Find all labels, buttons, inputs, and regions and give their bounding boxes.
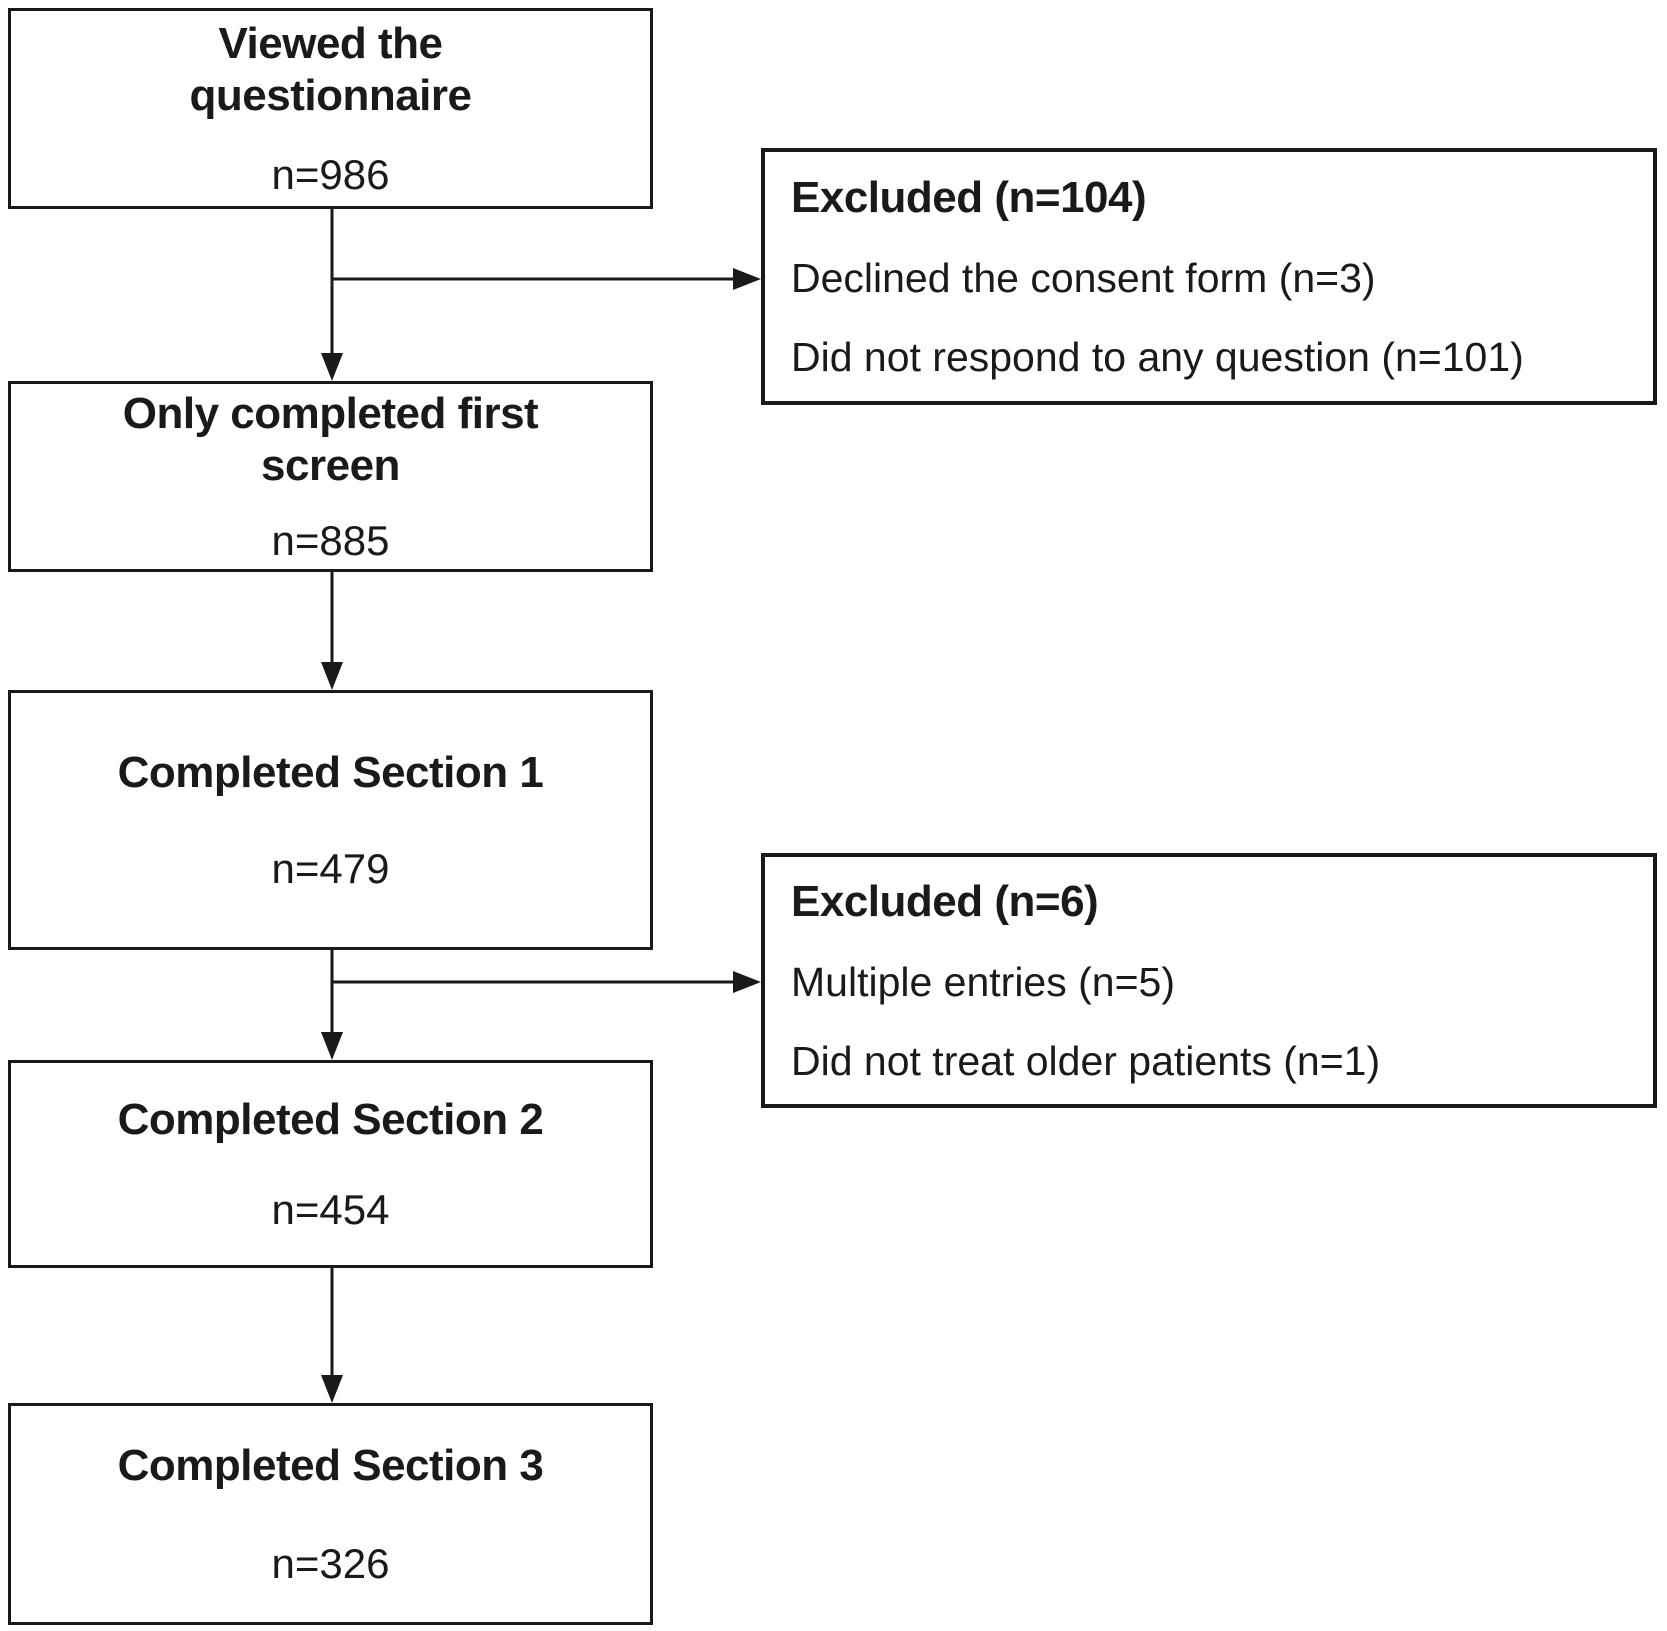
- arrowhead-section1-to-section2-icon: [321, 1032, 343, 1060]
- exclusion-reason: Did not treat older patients (n=1): [791, 1037, 1381, 1084]
- flow-box-completed-section-2: Completed Section 2 n=454: [8, 1060, 653, 1268]
- arrowhead-viewed-to-first-screen-icon: [321, 353, 343, 381]
- box-count: n=479: [271, 844, 390, 892]
- exclusion-reason: Did not respond to any question (n=101): [791, 333, 1524, 380]
- exclusion-title: Excluded (n=104): [791, 172, 1147, 222]
- exclusion-reason: Multiple entries (n=5): [791, 958, 1175, 1005]
- flow-box-only-completed-first-screen: Only completed first screen n=885: [8, 381, 653, 572]
- box-title: Completed Section 1: [117, 748, 544, 798]
- exclusion-box-excluded-6: Excluded (n=6) Multiple entries (n=5) Di…: [761, 853, 1657, 1108]
- exclusion-box-excluded-104: Excluded (n=104) Declined the consent fo…: [761, 148, 1657, 405]
- box-title: Completed Section 2: [117, 1095, 544, 1145]
- exclusion-reason: Declined the consent form (n=3): [791, 254, 1376, 301]
- box-count: n=454: [271, 1185, 390, 1233]
- box-count: n=986: [271, 151, 390, 199]
- flow-box-completed-section-1: Completed Section 1 n=479: [8, 690, 653, 950]
- box-count: n=326: [271, 1539, 390, 1587]
- box-title: Viewed the questionnaire: [189, 18, 473, 120]
- arrowhead-section2-to-section3-icon: [321, 1375, 343, 1403]
- arrowhead-branch-to-excluded-104-icon: [733, 268, 761, 290]
- flow-box-viewed-questionnaire: Viewed the questionnaire n=986: [8, 8, 653, 209]
- flow-box-completed-section-3: Completed Section 3 n=326: [8, 1403, 653, 1625]
- arrowhead-branch-to-excluded-6-icon: [733, 971, 761, 993]
- box-title: Completed Section 3: [117, 1441, 544, 1491]
- arrowhead-first-screen-to-section1-icon: [321, 662, 343, 690]
- box-title: Only completed first screen: [122, 388, 539, 490]
- box-count: n=885: [271, 517, 390, 565]
- exclusion-title: Excluded (n=6): [791, 876, 1099, 926]
